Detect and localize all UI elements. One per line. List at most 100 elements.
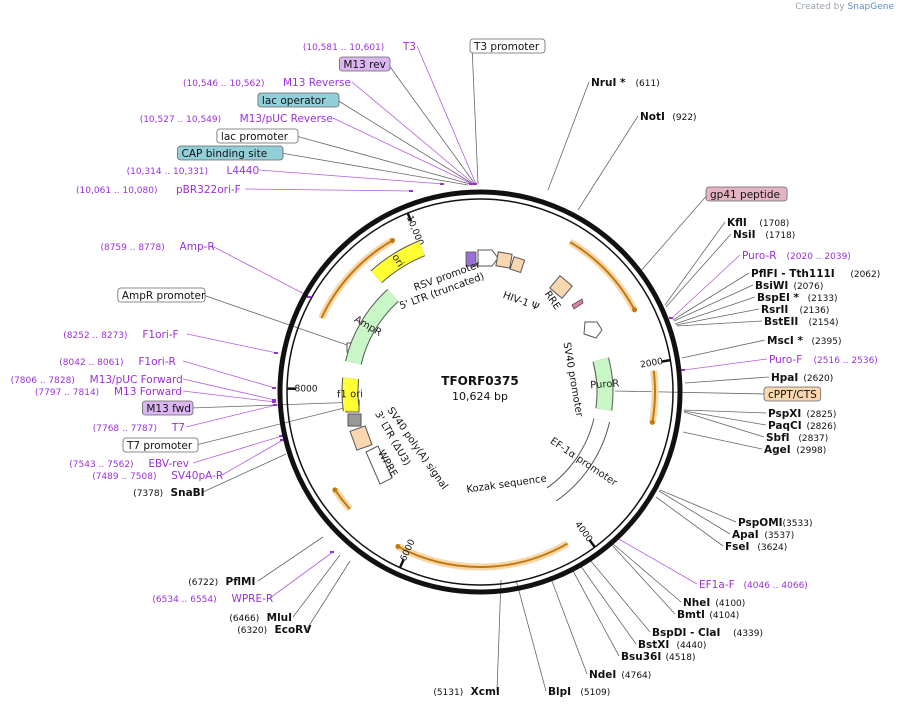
map-label-bspei-[interactable]: BspEI *(2133): [757, 292, 838, 304]
map-label-t3[interactable]: T3(10,581 .. 10,601): [303, 41, 416, 53]
map-label-xcmi[interactable]: XcmI(5131): [433, 686, 499, 698]
inner-feature-ori: [371, 241, 425, 283]
map-label-ampr-promoter[interactable]: AmpR promoter: [117, 287, 206, 303]
map-label-msci-[interactable]: MscI *(2395): [767, 335, 841, 347]
map-label-kfli[interactable]: KflI(1708): [727, 217, 789, 229]
map-label-f1ori-f[interactable]: F1ori-F(8252 .. 8273): [63, 329, 178, 341]
map-label-agei[interactable]: AgeI(2998): [764, 444, 826, 456]
map-label-ndei[interactable]: NdeI(4764): [589, 669, 651, 681]
inner-feature-f1-ori: [342, 377, 359, 412]
map-label-puro-f[interactable]: Puro-F(2516 .. 2536): [769, 354, 878, 366]
label-coord: (7543 .. 7562): [69, 460, 133, 470]
map-label-bsteii[interactable]: BstEII(2154): [764, 316, 838, 328]
primer-mark: [272, 401, 276, 403]
map-label-nsii[interactable]: NsiI(1718): [733, 229, 795, 241]
label-box: [763, 386, 822, 402]
map-label-m13-fwd[interactable]: M13 fwd: [141, 400, 194, 416]
leader-line: [672, 272, 750, 321]
label-coord: (2020 .. 2039): [787, 252, 851, 262]
rsv-promoter-arrow: [477, 249, 499, 267]
map-label-apai[interactable]: ApaI(3537): [732, 529, 794, 541]
label-coord: (2837): [798, 434, 828, 444]
label-coord: (4100): [715, 599, 745, 609]
label-coord: (2062): [850, 270, 880, 280]
map-label-blpi[interactable]: BlpI(5109): [548, 686, 610, 698]
leader-line: [292, 554, 341, 618]
map-label-bmti[interactable]: BmtI(4104): [677, 609, 739, 621]
map-label-ef1a-f[interactable]: EF1a-F(4046 .. 4066): [699, 579, 808, 591]
map-label-ecorv[interactable]: EcoRV(6320): [237, 624, 312, 636]
map-label-bsu36i[interactable]: Bsu36I(4518): [621, 651, 695, 663]
label-box: [216, 128, 299, 144]
map-label-mlui[interactable]: MluI(6466): [229, 612, 292, 624]
plasmid-length: 10,624 bp: [452, 390, 508, 403]
inner-feature-label: SV40 promoter: [560, 341, 584, 418]
leader-line: [211, 245, 311, 298]
map-label-rsrii[interactable]: RsrII(2136): [761, 304, 829, 316]
map-label-lac-operator[interactable]: lac operator: [257, 92, 340, 108]
plasmid-name: TFORF0375: [441, 374, 518, 388]
leader-line: [295, 135, 471, 185]
map-label-cap-binding-site[interactable]: CAP binding site: [177, 145, 284, 161]
map-label-cppt-cts[interactable]: cPPT/CTS: [763, 386, 822, 402]
map-label-t3-promoter[interactable]: T3 promoter: [469, 38, 546, 54]
label-coord: (2076): [793, 282, 823, 292]
leader-line: [202, 294, 351, 347]
label-name: MscI *: [767, 335, 803, 347]
leader-line: [336, 99, 474, 185]
map-label-nrui-[interactable]: NruI *(611): [591, 77, 660, 89]
map-label-f1ori-r[interactable]: F1ori-R(8042 .. 8061): [59, 356, 176, 368]
leader-line: [610, 543, 676, 615]
map-label-hpai[interactable]: HpaI(2620): [771, 372, 833, 384]
label-coord: (4764): [621, 671, 651, 681]
ring-features: [318, 237, 659, 571]
map-label-amp-r[interactable]: Amp-R(8759 .. 8778): [100, 241, 214, 253]
map-label-sbfi[interactable]: SbfI(2837): [766, 432, 828, 444]
map-label-puro-r[interactable]: Puro-R(2020 .. 2039): [742, 250, 851, 262]
label-coord: (7806 .. 7828): [11, 376, 75, 386]
label-box: [117, 287, 206, 303]
leader-line: [674, 296, 756, 325]
label-name: PflMI: [226, 576, 256, 588]
ring-feature-head: [632, 307, 638, 313]
map-label-l4440[interactable]: L4440(10,314 .. 10,331): [127, 165, 260, 177]
map-label-gp41-peptide[interactable]: gp41 peptide: [705, 186, 788, 202]
map-label-t7[interactable]: T7(7768 .. 7787): [93, 422, 185, 434]
label-coord: (2133): [808, 294, 838, 304]
leader-line: [579, 564, 637, 645]
map-label-lac-promoter[interactable]: lac promoter: [216, 128, 299, 144]
label-coord: (4440): [676, 641, 706, 651]
map-label-m13-puc-reverse[interactable]: M13/pUC Reverse(10,527 .. 10,549): [140, 113, 333, 125]
map-label-t7-promoter[interactable]: T7 promoter: [122, 437, 199, 453]
map-label-pflmi[interactable]: PflMI(6722): [188, 576, 255, 588]
map-label-pflfi-tth111i[interactable]: PflFI - Tth111I(2062): [751, 268, 880, 280]
map-label-nhei[interactable]: NheI(4100): [683, 597, 745, 609]
map-label-m13-puc-forward[interactable]: M13/pUC Forward(7806 .. 7828): [11, 374, 183, 386]
map-label-noti[interactable]: NotI(922): [640, 111, 697, 123]
map-label-fsei[interactable]: FseI(3624): [725, 541, 787, 553]
leader-line: [186, 333, 278, 354]
label-name: HpaI: [771, 372, 798, 384]
map-label-bspdi-clai[interactable]: BspDI - ClaI(4339): [652, 627, 763, 639]
map-label-wpre-r[interactable]: WPRE-R(6534 .. 6554): [152, 593, 273, 605]
map-label-pspxi[interactable]: PspXI(2825): [768, 408, 836, 420]
primer-mark: [440, 183, 444, 185]
primer-mark: [669, 317, 673, 319]
map-label-ebv-rev[interactable]: EBV-rev(7543 .. 7562): [69, 458, 189, 470]
map-label-m13-rev[interactable]: M13 rev: [338, 56, 391, 72]
label-name: L4440: [227, 165, 260, 177]
sv40-promoter-arrow: [583, 321, 603, 339]
label-name: SnaBI: [171, 487, 205, 499]
map-label-paqci[interactable]: PaqCI(2826): [768, 420, 836, 432]
leader-line: [416, 45, 477, 185]
map-label-m13-reverse[interactable]: M13 Reverse(10,546 .. 10,562): [183, 77, 351, 89]
map-label-snabi[interactable]: SnaBI(7378): [133, 487, 204, 499]
label-coord: (1708): [759, 219, 789, 229]
map-label-sv40pa-r[interactable]: SV40pA-R(7489 .. 7508): [92, 470, 223, 482]
map-label-bstxi[interactable]: BstXI(4440): [638, 639, 706, 651]
label-coord: (2516 .. 2536): [814, 356, 878, 366]
map-label-bsiwi[interactable]: BsiWI(2076): [755, 280, 823, 292]
map-label-pspomi[interactable]: PspOMI(3533): [738, 517, 812, 529]
map-label-m13-forward[interactable]: M13 Forward(7797 .. 7814): [35, 386, 182, 398]
map-label-pbr322ori-f[interactable]: pBR322ori-F(10,061 .. 10,080): [76, 184, 241, 196]
